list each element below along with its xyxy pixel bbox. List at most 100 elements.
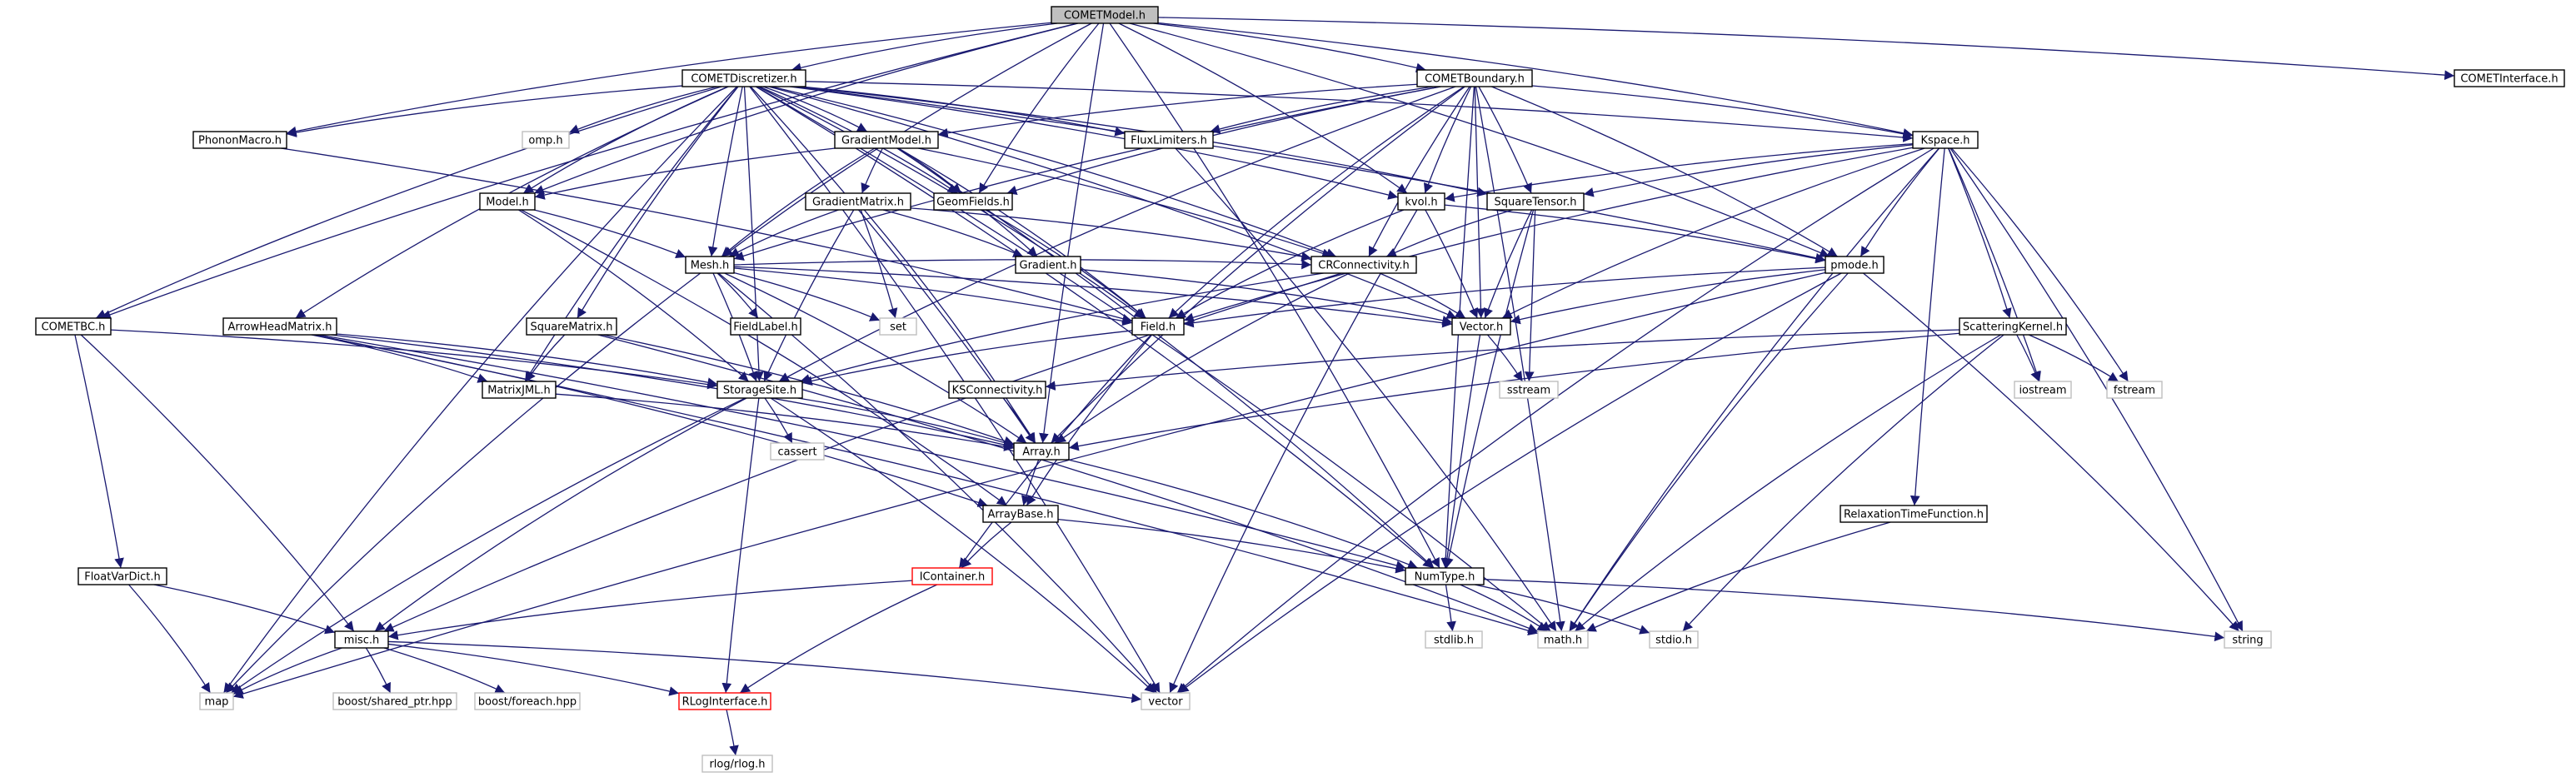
node-box-vector_h bbox=[1451, 317, 1511, 336]
node-scatteringkernel[interactable]: ScatteringKernel.h bbox=[1959, 317, 2067, 336]
node-field[interactable]: Field.h bbox=[1131, 317, 1185, 336]
node-cometmodel[interactable]: COMETModel.h bbox=[1051, 6, 1159, 24]
node-box-foreach bbox=[474, 692, 581, 710]
node-box-kvol bbox=[1397, 192, 1445, 211]
edge-cometdiscretizer-to-omp bbox=[568, 86, 717, 134]
node-box-sstream bbox=[1499, 381, 1559, 399]
node-mesh[interactable]: Mesh.h bbox=[685, 256, 735, 274]
node-label-cometinterface: COMETInterface.h bbox=[2460, 73, 2558, 86]
edge-array-to-numtype bbox=[1068, 459, 1418, 570]
edge-numtype-to-math bbox=[1460, 584, 1548, 632]
node-arrowheadmatrix[interactable]: ArrowHeadMatrix.h bbox=[222, 317, 337, 336]
edge-arrowheadmatrix-to-array bbox=[330, 334, 1015, 450]
node-storagesite[interactable]: StorageSite.h bbox=[716, 381, 803, 399]
node-label-fstream: fstream bbox=[2114, 385, 2155, 397]
node-box-mesh bbox=[685, 256, 735, 274]
node-phononmacro[interactable]: PhononMacro.h bbox=[192, 131, 287, 149]
node-box-squarematrix bbox=[526, 317, 617, 336]
edge-numtype-to-string bbox=[1483, 579, 2225, 642]
edge-crconnectivity-to-array bbox=[1055, 272, 1350, 444]
edge-mesh-to-fieldlabel bbox=[716, 272, 759, 319]
node-matrixjml[interactable]: MatrixJML.h bbox=[482, 381, 557, 399]
edge-kvol-to-pmode bbox=[1444, 204, 1826, 264]
edge-floatvardict-to-map bbox=[128, 584, 212, 694]
node-rloginterface[interactable]: RLogInterface.h bbox=[678, 692, 771, 710]
edge-storagesite-to-map bbox=[231, 397, 746, 694]
edge-squarematrix-to-matrixjml bbox=[525, 334, 566, 382]
node-array[interactable]: Array.h bbox=[1013, 442, 1070, 461]
edge-gradientmodel-to-field bbox=[898, 147, 1146, 319]
node-comettbc[interactable]: COMETBC.h bbox=[35, 317, 112, 336]
edge-cometmodel-to-numtype bbox=[1109, 22, 1440, 569]
edge-cometmodel-to-cometinterface bbox=[1157, 17, 2455, 80]
node-label-arraybase: ArrayBase.h bbox=[987, 509, 1053, 521]
node-label-scatteringkernel: ScatteringKernel.h bbox=[1963, 321, 2063, 334]
edge-field-to-storagesite bbox=[801, 330, 1133, 386]
edge-cometboundary-to-array bbox=[1051, 86, 1465, 444]
edge-squaretensor-to-vector_h bbox=[1483, 209, 1533, 319]
node-box-stdio bbox=[1649, 630, 1699, 649]
node-fluxlimiters[interactable]: FluxLimiters.h bbox=[1124, 131, 1214, 149]
node-omp: omp.h bbox=[522, 131, 570, 149]
node-label-cometmodel: COMETModel.h bbox=[1064, 10, 1146, 22]
node-label-vector_h: Vector.h bbox=[1460, 321, 1504, 334]
node-label-numtype: NumType.h bbox=[1415, 571, 1475, 584]
node-cometinterface[interactable]: COMETInterface.h bbox=[2454, 69, 2565, 87]
edge-squarematrix-to-math bbox=[597, 334, 1539, 633]
node-pmode[interactable]: pmode.h bbox=[1825, 256, 1885, 274]
node-box-misc bbox=[334, 630, 389, 649]
node-box-set bbox=[879, 317, 917, 336]
node-gradientmodel[interactable]: GradientModel.h bbox=[834, 131, 939, 149]
node-crconnectivity[interactable]: CRConnectivity.h bbox=[1310, 256, 1417, 274]
edge-gradientmatrix-to-gradient bbox=[882, 209, 1024, 257]
node-box-numtype bbox=[1405, 567, 1485, 585]
node-cometdiscretizer[interactable]: COMETDiscretizer.h bbox=[681, 69, 806, 87]
node-label-rlog: rlog/rlog.h bbox=[709, 759, 765, 771]
node-relaxationtime[interactable]: RelaxationTimeFunction.h bbox=[1840, 505, 1988, 523]
node-ksconnectivity[interactable]: KSConnectivity.h bbox=[948, 381, 1046, 399]
edge-arrowheadmatrix-to-matrixjml bbox=[311, 334, 488, 383]
node-geomfields[interactable]: GeomFields.h bbox=[933, 192, 1013, 211]
edge-storagesite-to-misc bbox=[374, 397, 747, 632]
node-kvol[interactable]: kvol.h bbox=[1397, 192, 1445, 211]
node-box-gradient bbox=[1015, 256, 1081, 274]
node-gradientmatrix[interactable]: GradientMatrix.h bbox=[805, 192, 911, 211]
node-squaretensor[interactable]: SquareTensor.h bbox=[1486, 192, 1585, 211]
node-cassert: cassert bbox=[770, 442, 825, 461]
edge-scatteringkernel-to-iostream bbox=[2016, 334, 2040, 382]
node-misc[interactable]: misc.h bbox=[334, 630, 389, 649]
node-label-math: math.h bbox=[1544, 635, 1582, 647]
edge-icontainer-to-rloginterface bbox=[739, 584, 938, 694]
edge-cometboundary-to-mesh bbox=[733, 86, 1441, 261]
node-set: set bbox=[879, 317, 917, 336]
node-box-model bbox=[479, 192, 536, 211]
node-kspace[interactable]: Kspace.h bbox=[1912, 131, 1979, 149]
node-arraybase[interactable]: ArrayBase.h bbox=[982, 505, 1059, 523]
node-label-floatvardict: FloatVarDict.h bbox=[84, 571, 161, 584]
node-label-gradient: Gradient.h bbox=[1020, 260, 1077, 272]
edge-gradientmatrix-to-set bbox=[860, 209, 898, 319]
node-label-geomfields: GeomFields.h bbox=[936, 197, 1010, 209]
edge-cometdiscretizer-to-kvol bbox=[789, 86, 1399, 200]
node-box-rlog bbox=[701, 755, 773, 773]
node-box-cometmodel bbox=[1051, 6, 1159, 24]
node-squarematrix[interactable]: SquareMatrix.h bbox=[526, 317, 617, 336]
node-floatvardict[interactable]: FloatVarDict.h bbox=[77, 567, 167, 585]
edge-cometboundary-to-gradientmodel bbox=[937, 83, 1418, 138]
edge-gradientmatrix-to-mesh bbox=[729, 209, 839, 257]
node-vector_h[interactable]: Vector.h bbox=[1451, 317, 1511, 336]
node-fieldlabel[interactable]: FieldLabel.h bbox=[730, 317, 801, 336]
edge-gradientmatrix-to-array bbox=[863, 209, 1036, 444]
node-gradient[interactable]: Gradient.h bbox=[1015, 256, 1081, 274]
edge-comettbc-to-storagesite bbox=[110, 329, 718, 390]
edge-arrowheadmatrix-to-storagesite bbox=[336, 333, 718, 387]
node-numtype[interactable]: NumType.h bbox=[1405, 567, 1485, 585]
edge-cometdiscretizer-to-matrixjml bbox=[524, 86, 739, 382]
node-model[interactable]: Model.h bbox=[479, 192, 536, 211]
node-cometboundary[interactable]: COMETBoundary.h bbox=[1416, 69, 1533, 87]
edge-misc-to-rloginterface bbox=[387, 643, 680, 696]
node-icontainer[interactable]: IContainer.h bbox=[911, 567, 993, 585]
edge-pmode-to-map bbox=[232, 271, 1826, 699]
edge-arraybase-to-icontainer bbox=[961, 521, 1012, 569]
node-label-pmode: pmode.h bbox=[1830, 260, 1879, 272]
